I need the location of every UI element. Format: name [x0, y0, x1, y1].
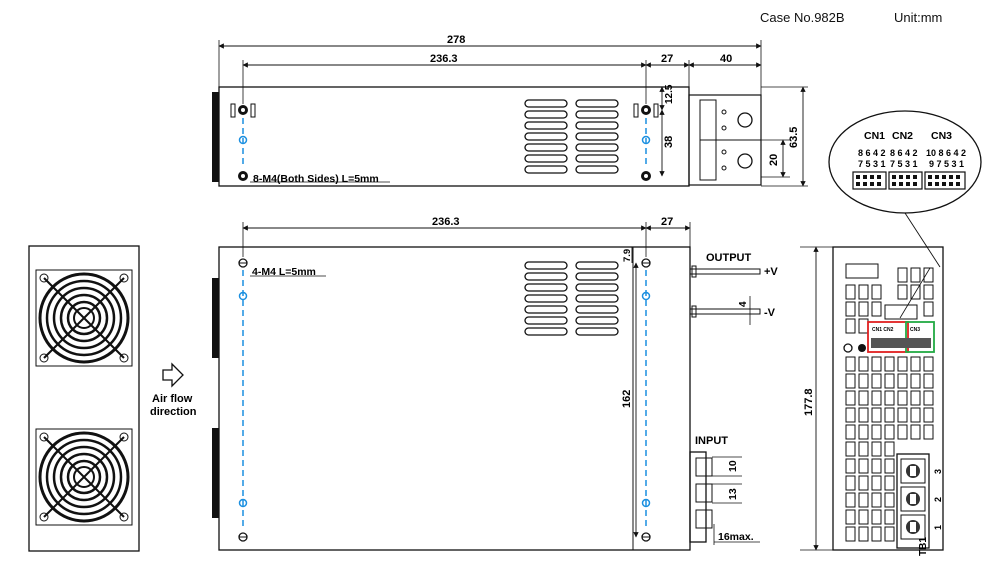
led-indicator — [843, 343, 853, 353]
tb-pin-2: 2 — [933, 497, 943, 502]
output-stud-negative — [689, 305, 761, 318]
input-terminal-block — [689, 451, 742, 543]
top-fan-flange — [212, 92, 219, 182]
tb-pin-1: 1 — [933, 525, 943, 530]
fan-grille-top-icon — [34, 268, 134, 368]
fan-side-view: Air flow direction — [28, 245, 197, 552]
tb1-label: TB1 — [918, 537, 929, 556]
dim-278: 278 — [447, 34, 465, 46]
cn1-top-pins: 8 6 4 2 — [858, 148, 886, 158]
dim-27-top: 27 — [661, 53, 673, 65]
end-vent-grid — [845, 263, 934, 542]
tiny-cn12-label: CN1 CN2 — [872, 327, 894, 333]
plus-v-label: +V — [764, 266, 778, 278]
front-vent-slots — [524, 261, 619, 336]
dim-236-3-top: 236.3 — [430, 53, 458, 65]
cn3-highlight — [905, 321, 935, 353]
cn2-label: CN2 — [892, 130, 913, 142]
dim-236-3-front: 236.3 — [432, 216, 460, 228]
front-screw-note: 4-M4 L=5mm — [252, 266, 316, 278]
dim-38: 38 — [663, 136, 675, 148]
dim-12-5: 12.5 — [664, 84, 675, 104]
cn3-bottom-pins: 9 7 5 3 1 — [929, 159, 964, 169]
connector-pins — [871, 338, 931, 348]
airflow-arrow-icon — [162, 362, 184, 388]
front-view: 236.3 27 7.9 162 4-M4 L=5mm OUTPUT +V -V… — [212, 216, 778, 551]
airflow-label-1: Air flow — [152, 393, 193, 405]
connector-detail: CN1 CN2 CN3 8 6 4 2 7 5 3 1 8 6 4 2 7 5 … — [828, 110, 982, 268]
front-screw — [238, 532, 248, 542]
cn3-connector-icon — [924, 171, 966, 190]
front-screw — [238, 258, 248, 268]
dim-177-8: 177.8 — [803, 388, 815, 416]
tiny-cn3-label: CN3 — [910, 327, 920, 333]
output-stud-positive — [689, 265, 761, 278]
input-label: INPUT — [695, 435, 728, 447]
cn3-label: CN3 — [931, 130, 952, 142]
minus-v-label: -V — [764, 307, 776, 319]
tb1-terminal — [896, 453, 930, 549]
cn1-cn2-highlight — [867, 321, 909, 353]
dim-63-5: 63.5 — [788, 127, 800, 148]
dim-16max: 16max. — [718, 531, 754, 543]
dim-27-front: 27 — [661, 216, 673, 228]
dim-10: 10 — [727, 460, 739, 472]
dim-7-9: 7.9 — [622, 249, 633, 262]
cn1-label: CN1 — [864, 130, 885, 142]
dim-13: 13 — [727, 488, 739, 500]
front-screw — [641, 258, 651, 268]
front-body-outline — [218, 246, 691, 551]
top-view: 278 236.3 27 40 12.5 38 20 63.5 8-M4(Bot… — [212, 34, 808, 187]
dim-20: 20 — [768, 154, 780, 166]
top-screw-note: 8-M4(Both Sides) L=5mm — [253, 173, 379, 185]
unit-label: Unit:mm — [894, 10, 943, 25]
end-view: 177.8 CN1 CN2 CN3 — [800, 246, 944, 556]
case-number: Case No.982B — [760, 10, 845, 25]
cn1-bottom-pins: 7 5 3 1 — [858, 159, 886, 169]
output-label: OUTPUT — [706, 252, 752, 264]
cn3-top-pins: 10 8 6 4 2 — [926, 148, 966, 158]
fan-panel-outline — [28, 245, 140, 552]
cn2-connector-icon — [888, 171, 923, 190]
airflow-label-2: direction — [150, 406, 197, 418]
top-vent-slots — [524, 99, 619, 174]
cn1-connector-icon — [852, 171, 887, 190]
dim-40: 40 — [720, 53, 732, 65]
fan-grille-bottom-icon — [34, 427, 134, 527]
end-body-outline — [832, 246, 944, 551]
dim-4: 4 — [738, 301, 749, 307]
cn2-top-pins: 8 6 4 2 — [890, 148, 918, 158]
dim-162: 162 — [621, 390, 633, 408]
tb-pin-3: 3 — [933, 469, 943, 474]
pot-adjust — [858, 344, 866, 352]
front-screw — [641, 532, 651, 542]
cn2-bottom-pins: 7 5 3 1 — [890, 159, 918, 169]
